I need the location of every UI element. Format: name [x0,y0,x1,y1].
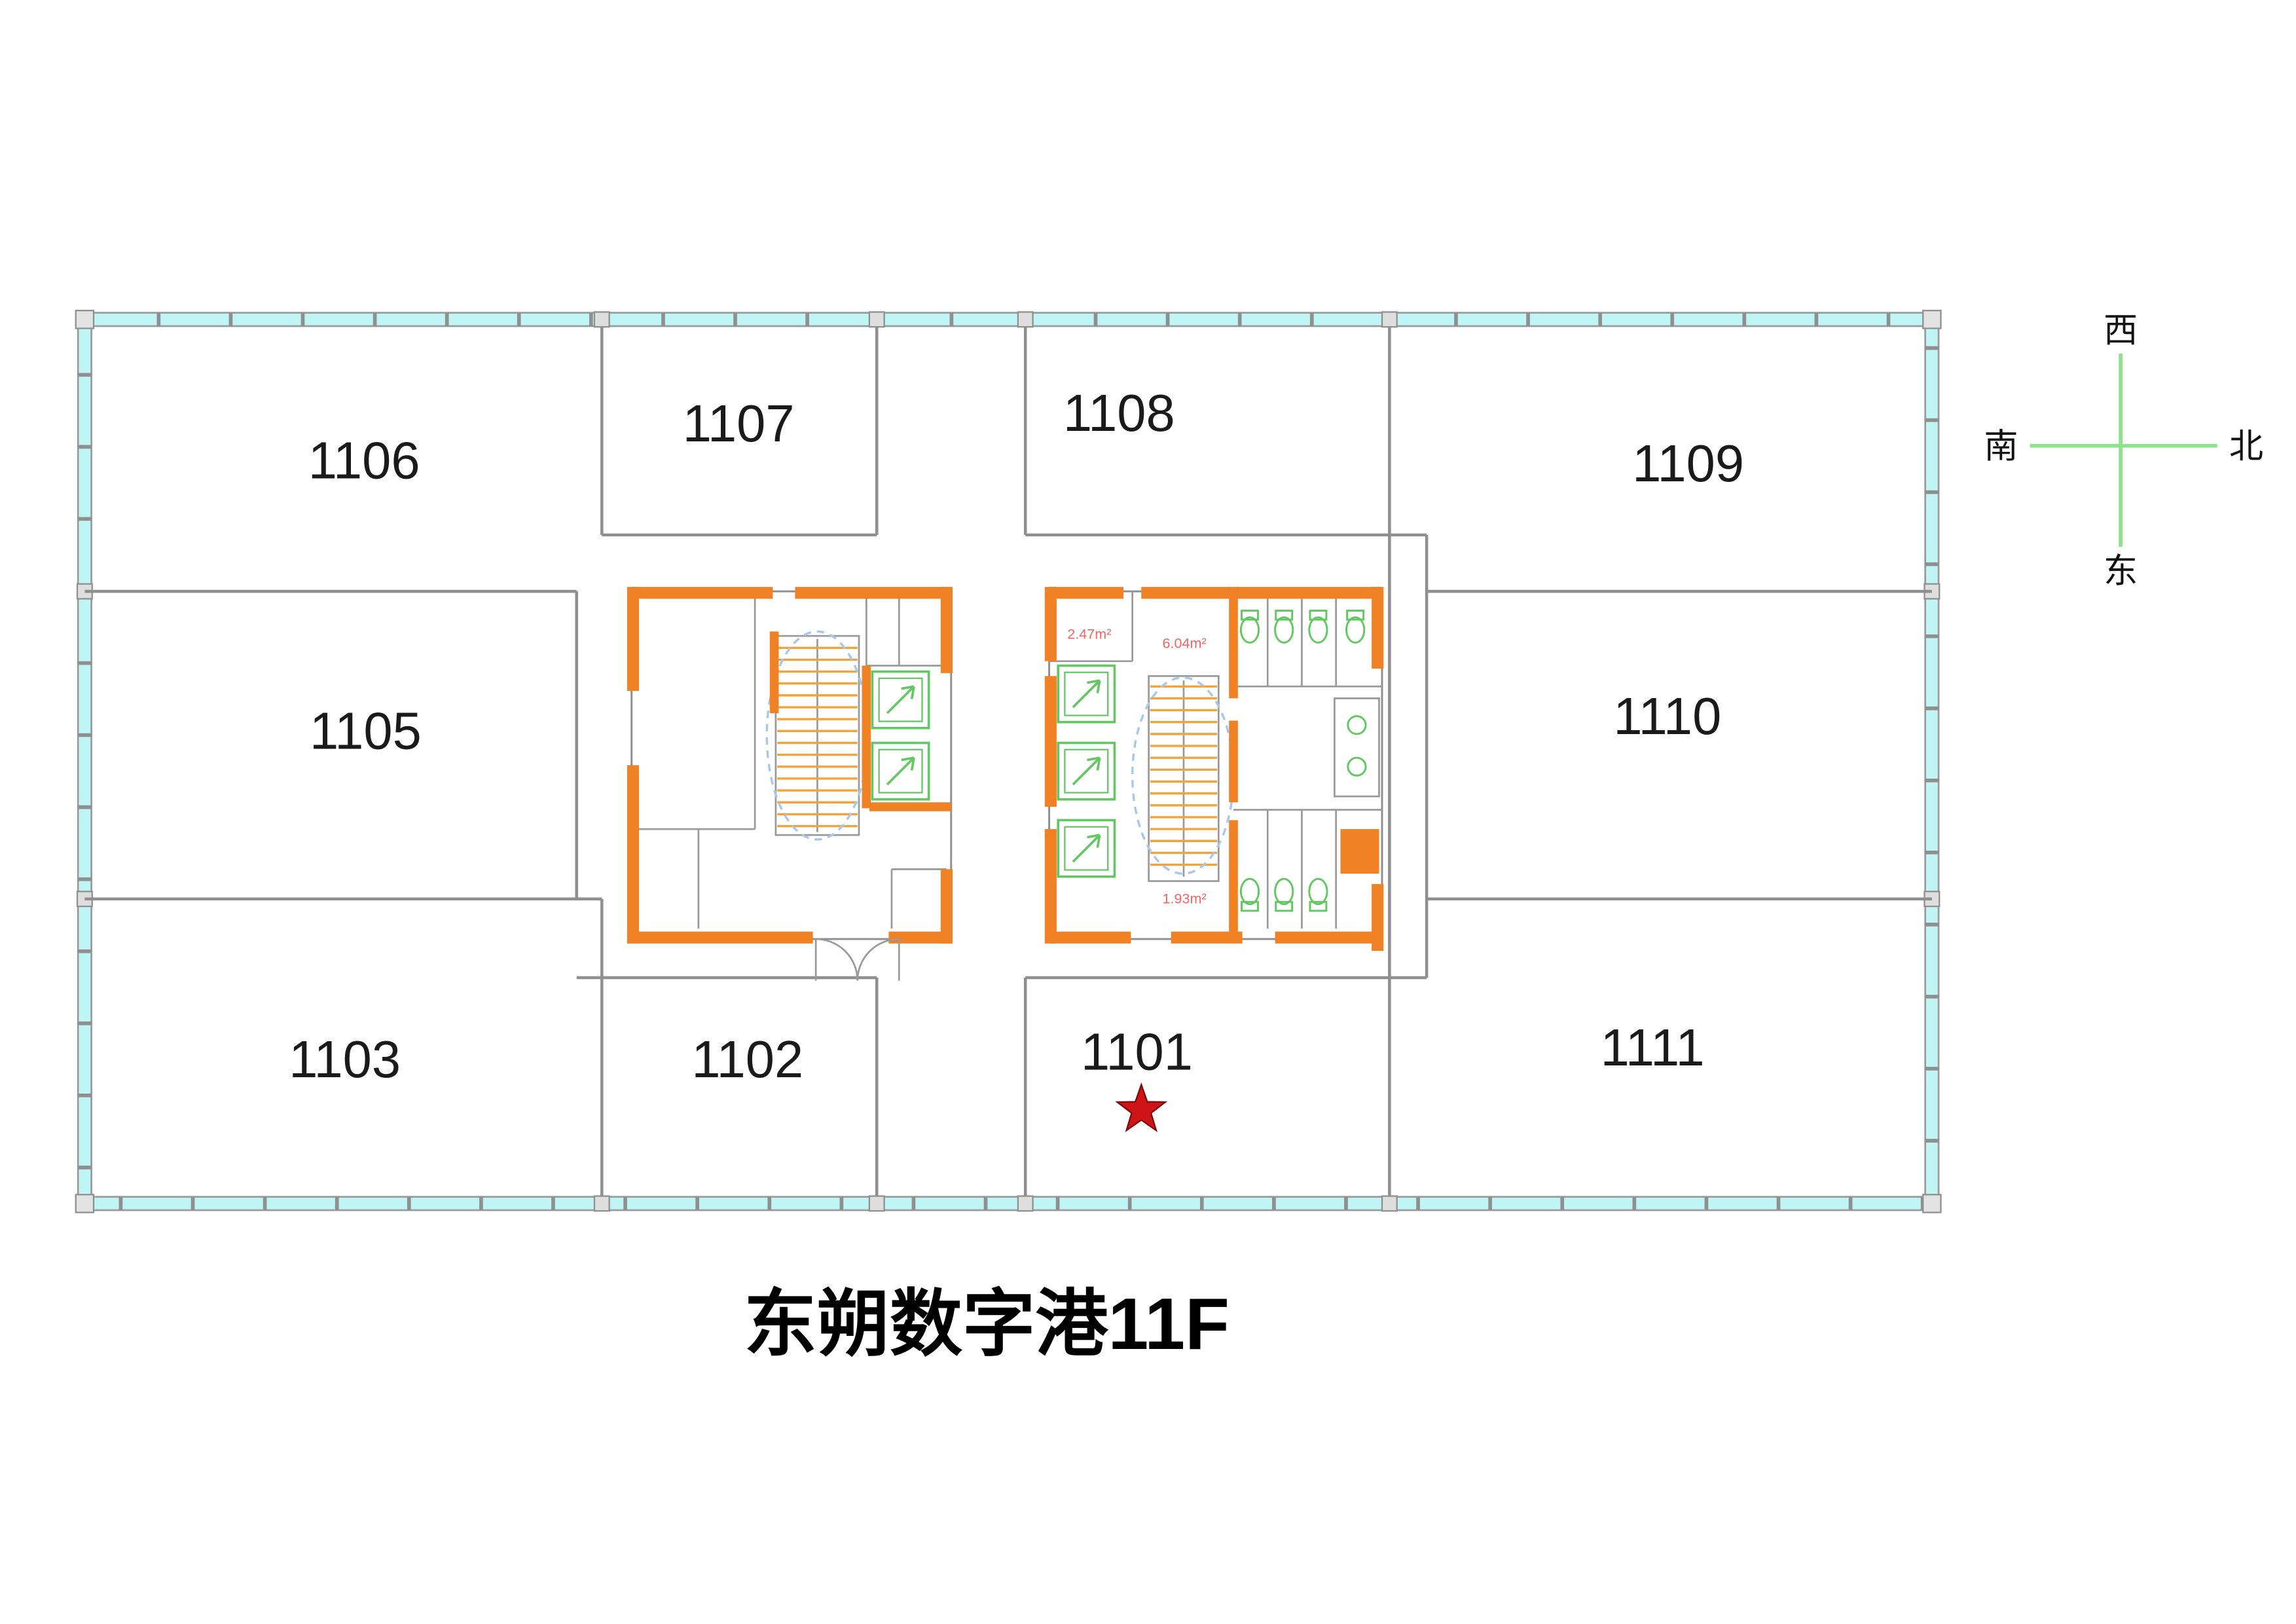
sink-icon [1347,756,1367,777]
core-left [627,587,953,981]
elevator-icon [871,670,930,729]
facade-inner-line [90,325,1927,1198]
elevator-icon [1057,741,1116,801]
core-left-partitions [636,594,947,929]
elevator-icon [1057,664,1116,724]
stair-treads-right [1150,685,1218,866]
compass-top-label: 西 [2104,312,2138,350]
star-marker [1115,1082,1168,1133]
area-label: 1.93m² [1163,891,1207,907]
toilet-fixtures [1239,610,1367,912]
stair-treads-left [777,646,858,828]
area-label: 2.47m² [1067,626,1111,642]
sink-icon [1347,715,1367,735]
room-label-1103: 1103 [289,1030,401,1088]
core-area-labels: 2.47m² 6.04m² 1.93m² [1067,626,1206,907]
corner-columns [75,310,1942,1213]
room-label-1108: 1108 [1063,384,1175,442]
elevator-icon [871,741,930,801]
floor-slab [84,319,1932,1204]
curtain-wall-glazing [78,312,1939,1211]
facade-outer-line [77,312,1940,1211]
room-label-1109: 1109 [1632,434,1744,492]
compass-bottom-label: 东 [2104,552,2138,590]
core-right-partitions [1049,591,1383,929]
room-label-1111: 1111 [1601,1018,1705,1077]
interior-walls [84,327,1932,1196]
core-left-orange-walls [627,587,953,944]
core-right: 2.47m² 6.04m² 1.93m² [1044,587,1384,951]
area-label: 6.04m² [1163,635,1207,651]
double-door-left-core [814,938,900,981]
room-label-1101: 1101 [1081,1023,1193,1081]
room-label-1110: 1110 [1613,687,1721,745]
room-label-1102: 1102 [691,1030,803,1088]
room-label-1105: 1105 [310,702,422,760]
floor-title: 东朔数字港11F [744,1283,1230,1365]
room-label-1106: 1106 [308,432,420,490]
compass: 西 北 南 东 [1984,312,2263,591]
room-labels: 1106 1107 1108 1109 1105 1110 1103 1102 … [289,384,1744,1088]
room-label-1107: 1107 [683,394,795,452]
compass-right-label: 北 [2229,428,2263,466]
compass-left-label: 南 [1984,428,2018,466]
elevator-icon [1057,819,1116,878]
core-right-orange-walls [1044,587,1384,951]
building-shell [75,310,1942,1213]
